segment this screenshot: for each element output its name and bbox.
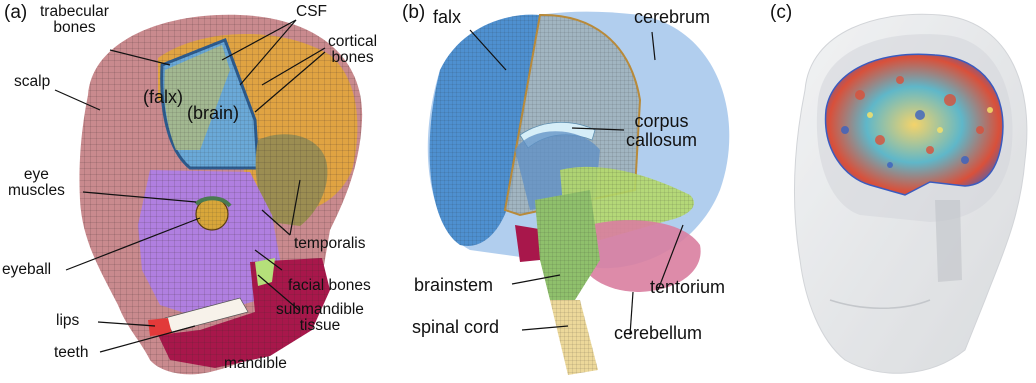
panel-c-tag: (c) (770, 2, 792, 24)
label-csf: CSF (296, 4, 327, 20)
label-falx-b: falx (433, 8, 461, 27)
label-cerebellum: cerebellum (614, 324, 702, 343)
label-teeth: teeth (54, 345, 88, 361)
label-brainstem: brainstem (414, 276, 493, 295)
label-facial-bones: facial bones (288, 278, 371, 294)
label-falx-a: (falx) (143, 88, 183, 107)
panel-c-glass-head (795, 14, 1027, 373)
label-scalp: scalp (14, 74, 50, 90)
label-mandible: mandible (224, 356, 287, 372)
label-brain: (brain) (187, 104, 239, 123)
label-lips: lips (56, 313, 79, 329)
label-eyeball: eyeball (2, 262, 51, 278)
label-tentorium: tentorium (650, 278, 725, 297)
label-trabecular-bones: trabecular bones (40, 4, 109, 37)
glass-brainstem-shape (935, 200, 962, 282)
label-submandible-tissue: submandible tissue (276, 302, 364, 335)
panel-b-tag: (b) (402, 2, 425, 24)
colored-brain-surface (826, 54, 1003, 195)
label-temporalis: temporalis (294, 236, 366, 252)
label-cerebrum: cerebrum (634, 8, 710, 27)
label-eye-muscles: eye muscles (8, 167, 65, 200)
label-cortical-bones: cortical bones (328, 34, 377, 67)
label-spinal-cord: spinal cord (412, 318, 499, 337)
label-corpus-callosum: corpus callosum (626, 112, 697, 150)
panel-a-tag: (a) (4, 2, 27, 24)
